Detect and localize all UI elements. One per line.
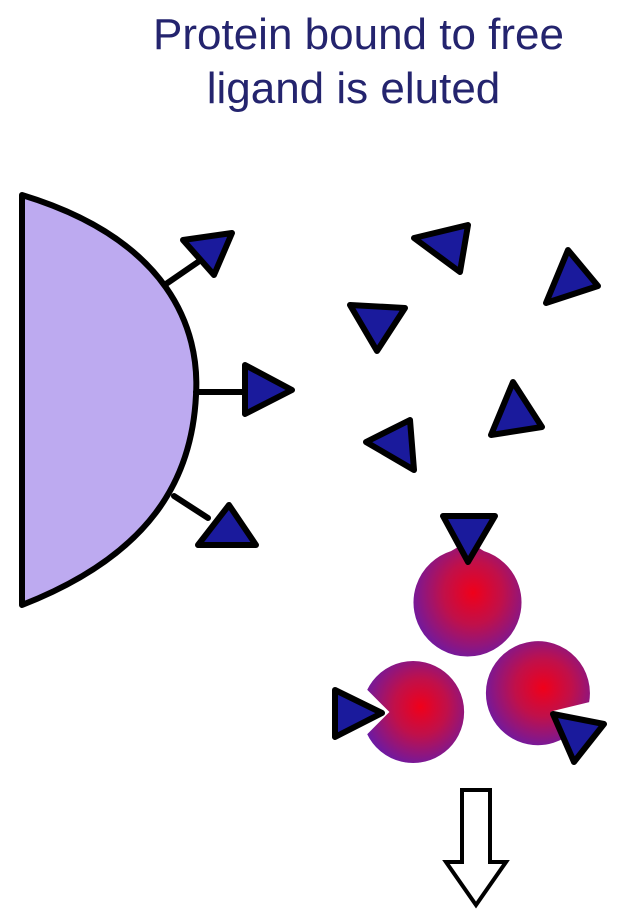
elution-arrow-icon [446,790,506,905]
resin-bead [22,195,196,605]
ligand-triangle-icon [198,505,256,545]
free-ligand-1 [414,225,468,272]
free-ligand-4 [491,382,542,435]
tethered-ligand-bottom [174,496,256,545]
tethered-ligand-middle [196,365,292,414]
protein-bound-right [485,640,604,762]
free-ligand-5 [366,420,414,470]
protein-bound-top [413,516,523,657]
free-ligand-2 [546,250,598,303]
ligand-triangle-icon [553,714,604,762]
free-ligand-3 [350,305,405,351]
ligand-triangle-icon [245,365,292,414]
tethered-ligand-top [166,233,232,284]
protein-bound-left [335,660,465,764]
